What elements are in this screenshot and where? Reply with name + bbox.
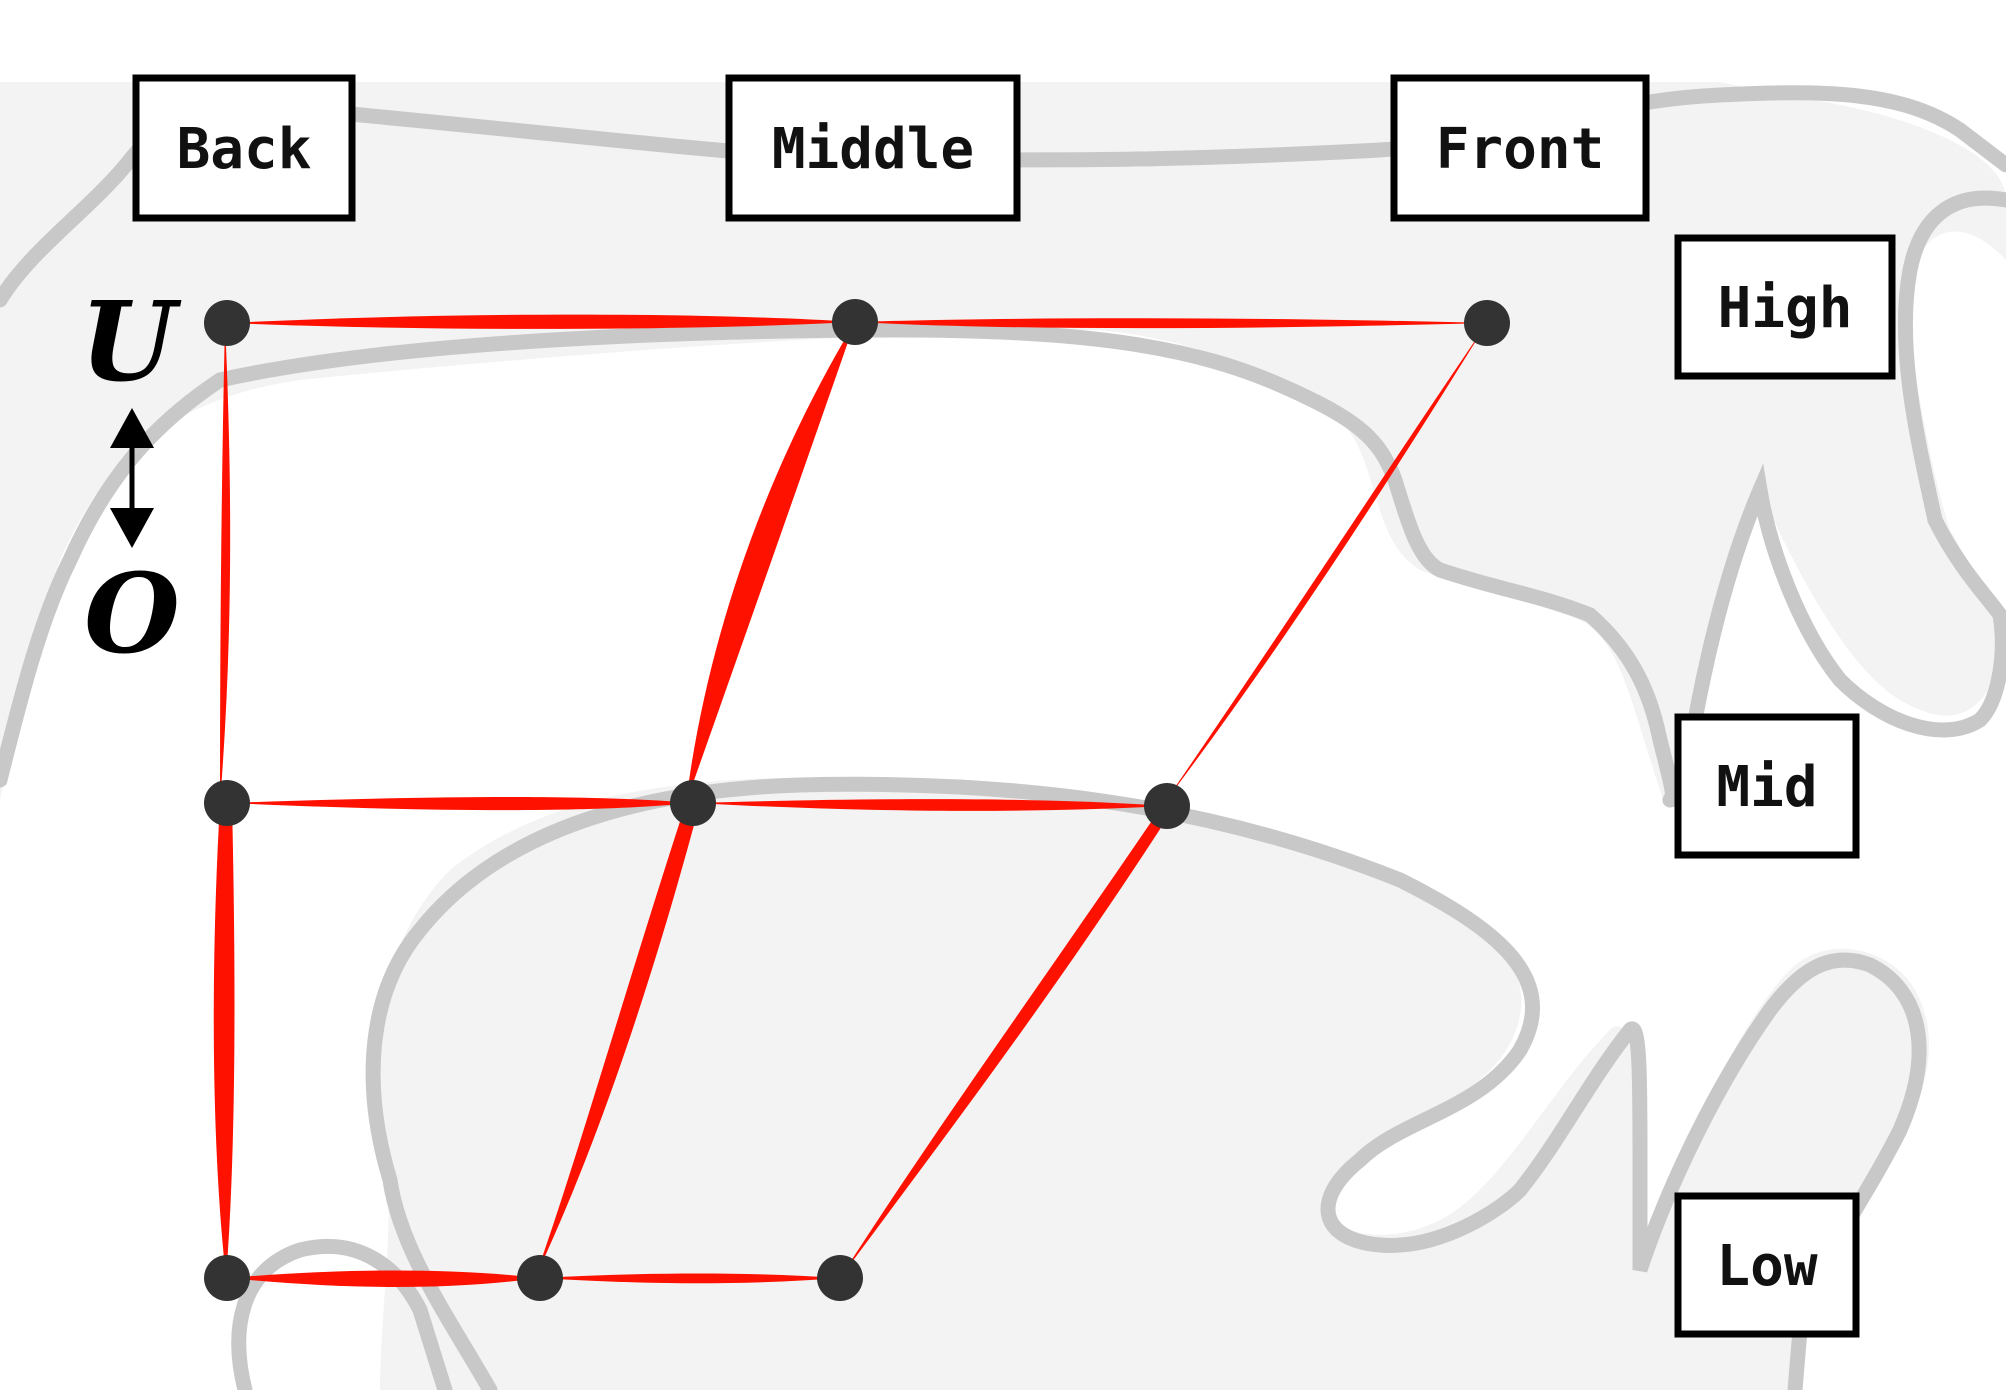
node-mid-middle: [670, 780, 716, 826]
axis-top-letter: U: [80, 277, 182, 406]
row-label-high: High: [1678, 238, 1892, 376]
arrow-down-icon: [110, 508, 154, 548]
axis-bottom-letter: O: [84, 549, 180, 678]
node-low-front: [817, 1255, 863, 1301]
node-high-back: [204, 300, 250, 346]
label-front-text: Front: [1436, 117, 1605, 182]
node-high-front: [1464, 300, 1510, 346]
node-high-middle: [832, 299, 878, 345]
column-label-middle: Middle: [729, 78, 1017, 218]
node-low-middle: [517, 1255, 563, 1301]
column-label-front: Front: [1394, 78, 1646, 218]
node-low-back: [204, 1255, 250, 1301]
column-label-back: Back: [136, 78, 352, 218]
label-middle-text: Middle: [772, 117, 974, 182]
label-mid-text: Mid: [1716, 755, 1817, 820]
edge-back-mid-low: [214, 803, 235, 1278]
label-low-text: Low: [1716, 1234, 1817, 1299]
node-mid-back: [204, 780, 250, 826]
row-label-mid: Mid: [1678, 717, 1856, 855]
edge-middle-high-mid: [686, 322, 855, 803]
label-high-text: High: [1718, 276, 1853, 341]
row-label-low: Low: [1678, 1196, 1856, 1334]
node-mid-front: [1144, 783, 1190, 829]
label-back-text: Back: [177, 117, 312, 182]
